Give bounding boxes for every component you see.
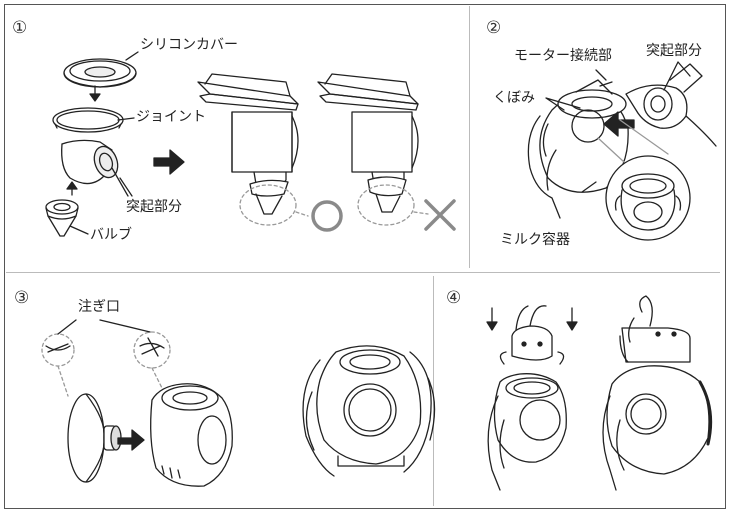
wrong-assembly-icon (317, 73, 429, 226)
step-number-3: ③ (14, 288, 30, 308)
label-joint: ジョイント (136, 109, 206, 125)
divider-horizontal (6, 272, 720, 273)
label-protrusion-step1: 突起部分 (126, 199, 182, 215)
step3-illustration (41, 319, 436, 487)
step-number-1: ① (12, 18, 28, 38)
joint-body-icon (61, 139, 119, 185)
divider-vertical-top (469, 6, 470, 268)
step-number-2: ② (486, 18, 502, 38)
correct-assembly-icon (197, 73, 309, 226)
label-spout: 注ぎ口 (78, 299, 120, 315)
step4-illustration (486, 295, 713, 491)
silicone-cover-icon (63, 58, 137, 88)
step1-illustration (45, 51, 456, 237)
divider-vertical-bottom (433, 276, 434, 506)
valve-icon (45, 199, 79, 237)
label-motor-connector: モーター接続部 (514, 48, 612, 64)
manual-frame (4, 4, 726, 509)
label-recess: くぼみ (493, 90, 535, 106)
joint-ring-icon (52, 107, 124, 133)
label-valve: バルブ (90, 227, 132, 243)
step2-illustration (527, 61, 717, 241)
correct-circle-icon (311, 200, 343, 232)
label-silicone-cover: シリコンカバー (140, 37, 238, 53)
label-protrusion-step2: 突起部分 (646, 43, 702, 59)
label-milk-container: ミルク容器 (500, 232, 570, 248)
step-number-4: ④ (446, 288, 462, 308)
wrong-cross-icon (424, 199, 456, 231)
